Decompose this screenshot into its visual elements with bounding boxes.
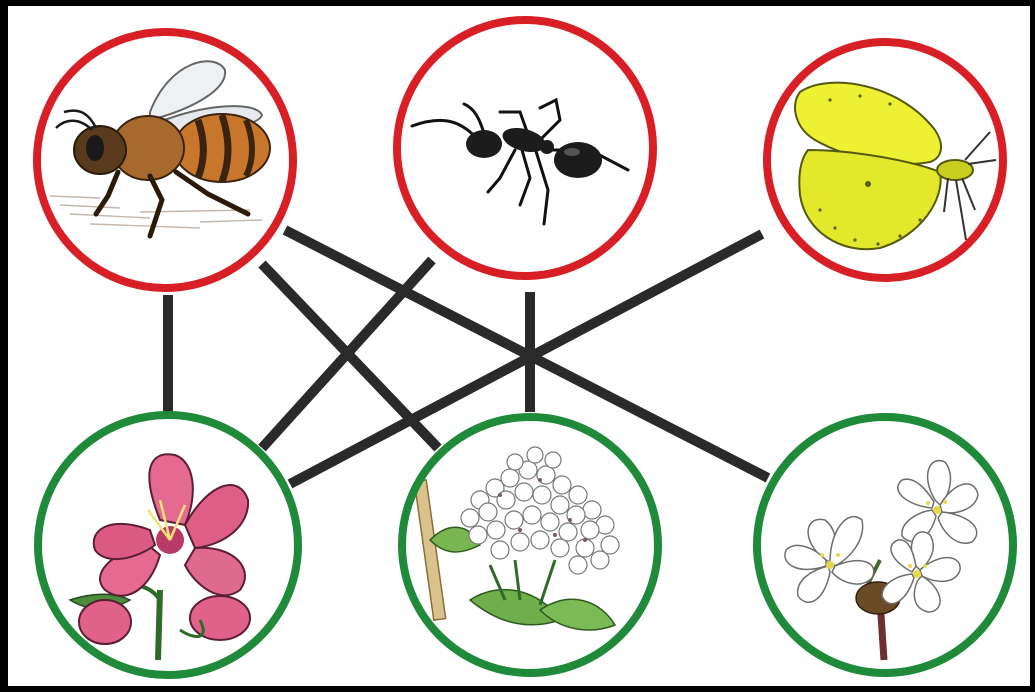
insect-ant-node (397, 20, 653, 276)
plant-pink-flower-node (38, 415, 298, 675)
insect-bee-node (37, 32, 293, 288)
insect-butterfly-node (767, 42, 1003, 278)
plant-white-cluster-node (402, 417, 658, 673)
plant-white-star-node (757, 417, 1013, 673)
